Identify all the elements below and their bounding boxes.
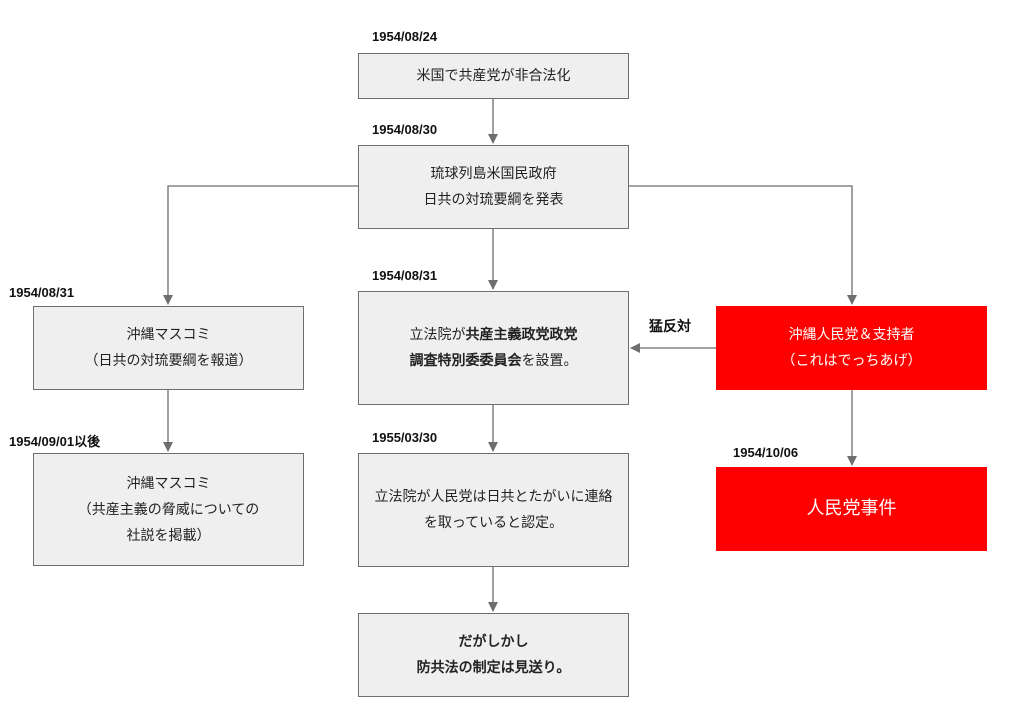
node-text: （これはでっちあげ） [781,353,922,369]
node-text: 沖縄マスコミ [126,475,211,492]
date-label: 1954/10/06 [733,445,799,460]
node-text: 琉球列島米国民政府 [430,166,557,182]
node-text: 米国で共産党が非合法化 [416,68,571,84]
node-committee-established: 立法院が共産主義政党政党 調査特別委委員会を設置。 [358,291,629,405]
node-text: 立法院が人民党は日共とたがいに連絡 [374,489,613,505]
node-text: だがしかし [458,634,529,650]
arrow-usar-to-media [163,185,358,305]
date-label: 1954/08/31 [9,285,75,300]
node-text: 日共の対琉要綱を発表 [423,192,564,208]
node-text: を取っていると認定。 [423,515,564,531]
node-text-part: 立法院が [409,327,466,343]
node-okinawa-media-report: 沖縄マスコミ （日共の対琉要綱を報道） [33,306,304,390]
date-label: 1955/03/30 [372,430,438,445]
node-okinawa-media-editorial: 沖縄マスコミ （共産主義の脅威についての 社説を掲載） [33,453,304,566]
node-text: 立法院が共産主義政党政党 [410,322,578,348]
node-text: （日共の対琉要綱を報道） [84,353,253,369]
node-okinawa-peoples-party: 沖縄人民党＆支持者 （これはでっちあげ） [716,306,987,390]
date-label: 1954/08/24 [372,29,438,44]
node-text: 防共法の制定は見送り。 [416,660,571,676]
node-text: 人民党事件 [806,498,897,519]
node-usar-announcement: 琉球列島米国民政府 日共の対琉要綱を発表 [358,145,629,229]
node-text: 沖縄マスコミ [126,327,211,343]
node-anti-communist-law-shelved: だがしかし 防共法の制定は見送り。 [358,613,629,697]
node-us-communist-party-outlawed: 米国で共産党が非合法化 [358,53,629,99]
date-label: 1954/08/31 [372,268,438,283]
committee-name-part: 調査特別委委員会 [409,353,522,369]
arrow-usar-to-peoples-party [629,185,857,305]
node-text: 沖縄人民党＆支持者 [788,327,915,343]
node-text: 社説を掲載） [126,527,211,544]
node-text: （共産主義の脅威についての [77,501,260,518]
committee-name-part: 共産主義政党政党 [465,327,578,343]
date-label: 1954/09/01以後 [9,434,101,449]
node-text: 調査特別委委員会を設置。 [410,348,578,374]
node-text-part: を設置。 [521,353,578,369]
node-legislature-recognition: 立法院が人民党は日共とたがいに連絡 を取っていると認定。 [358,453,629,567]
node-peoples-party-incident: 人民党事件 [716,467,987,551]
date-label: 1954/08/30 [372,122,438,137]
opposition-label: 猛反対 [649,319,691,335]
